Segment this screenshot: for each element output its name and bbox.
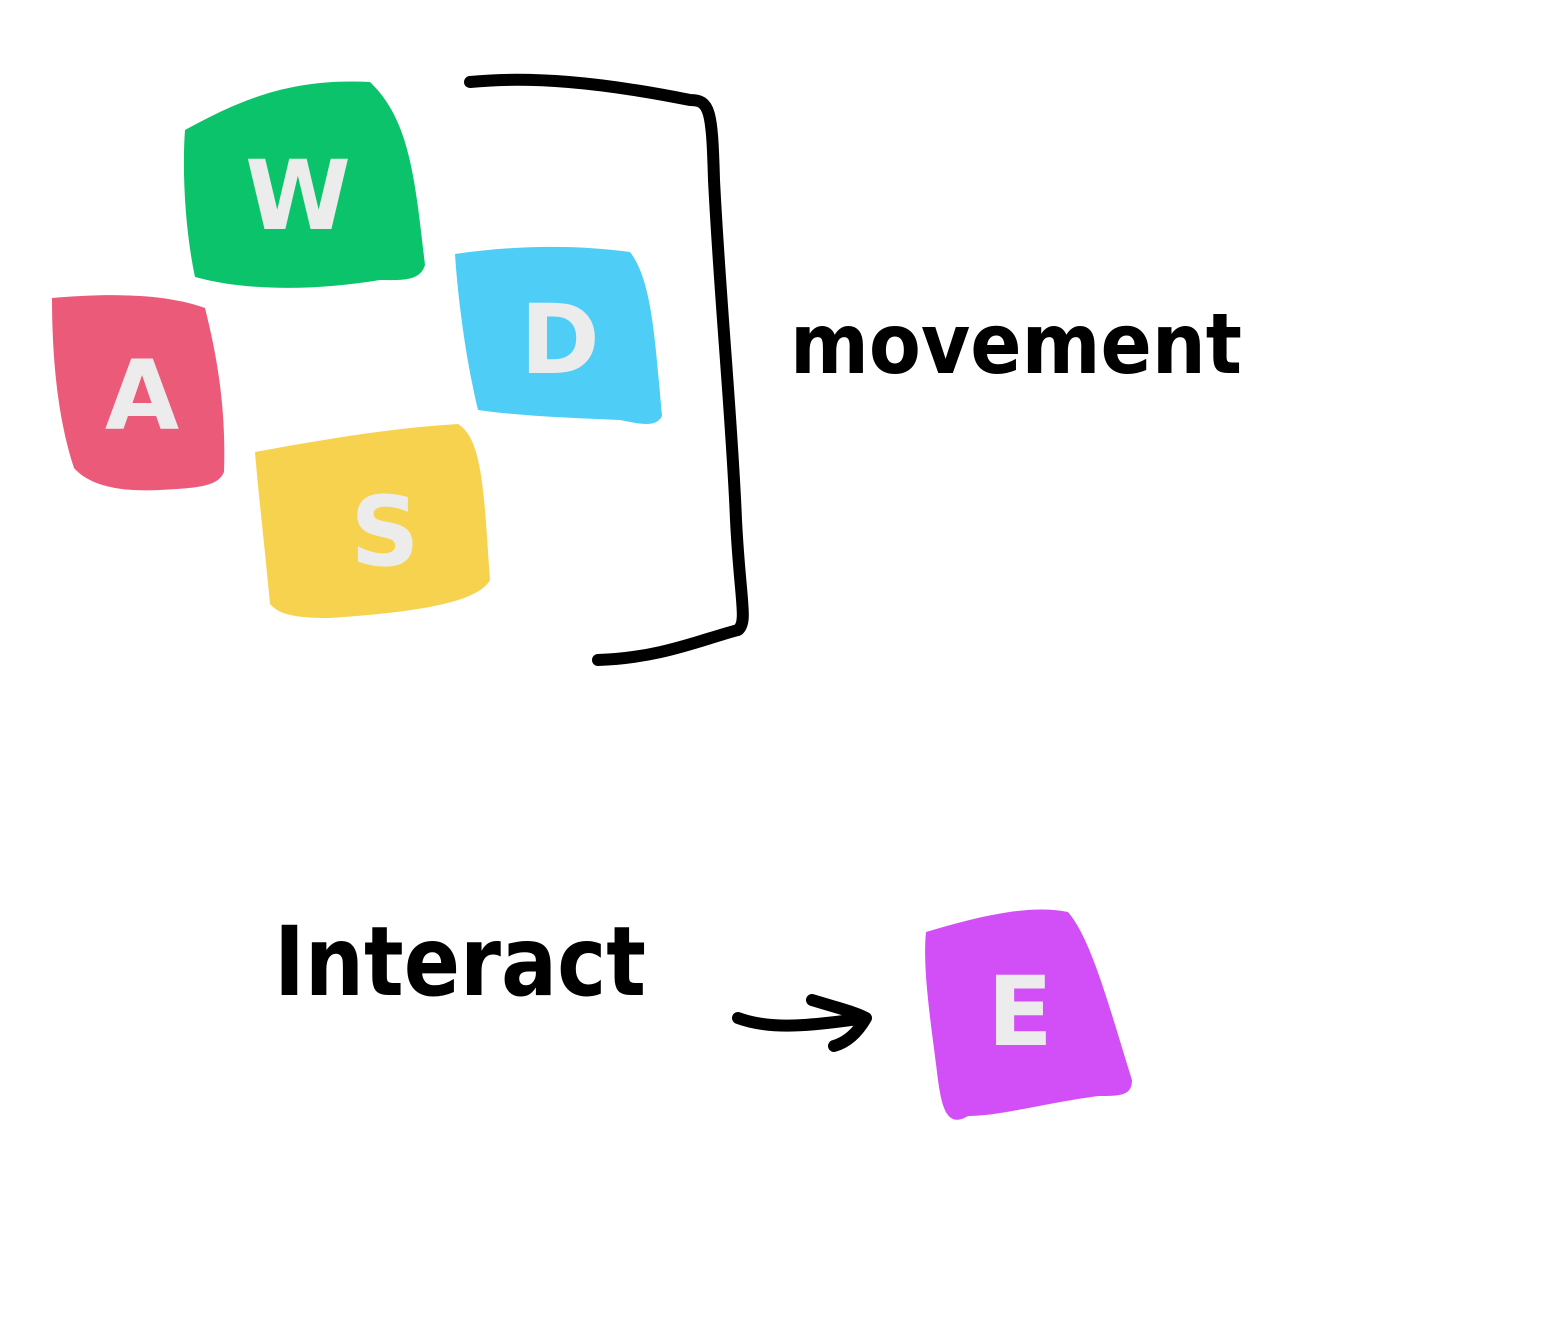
arrow-right-icon bbox=[732, 994, 872, 1052]
interact-label: Interact bbox=[274, 906, 646, 1018]
a-key-letter: A bbox=[105, 340, 179, 452]
s-key-letter: S bbox=[350, 476, 419, 588]
a-key-tile bbox=[52, 295, 225, 491]
w-key-tile bbox=[183, 81, 425, 288]
e-key-tile bbox=[925, 909, 1132, 1120]
d-key-letter: D bbox=[520, 284, 600, 396]
w-key-letter: W bbox=[245, 140, 351, 252]
movement-label: movement bbox=[790, 295, 1242, 393]
s-key-tile bbox=[255, 424, 490, 618]
w-key: W bbox=[183, 81, 425, 288]
e-key-letter: E bbox=[987, 956, 1053, 1068]
a-key: A bbox=[52, 295, 225, 491]
d-key-tile bbox=[455, 246, 662, 424]
d-key: D bbox=[455, 246, 662, 424]
e-key: E bbox=[925, 909, 1132, 1120]
s-key: S bbox=[255, 424, 490, 618]
movement-bracket bbox=[464, 73, 749, 666]
